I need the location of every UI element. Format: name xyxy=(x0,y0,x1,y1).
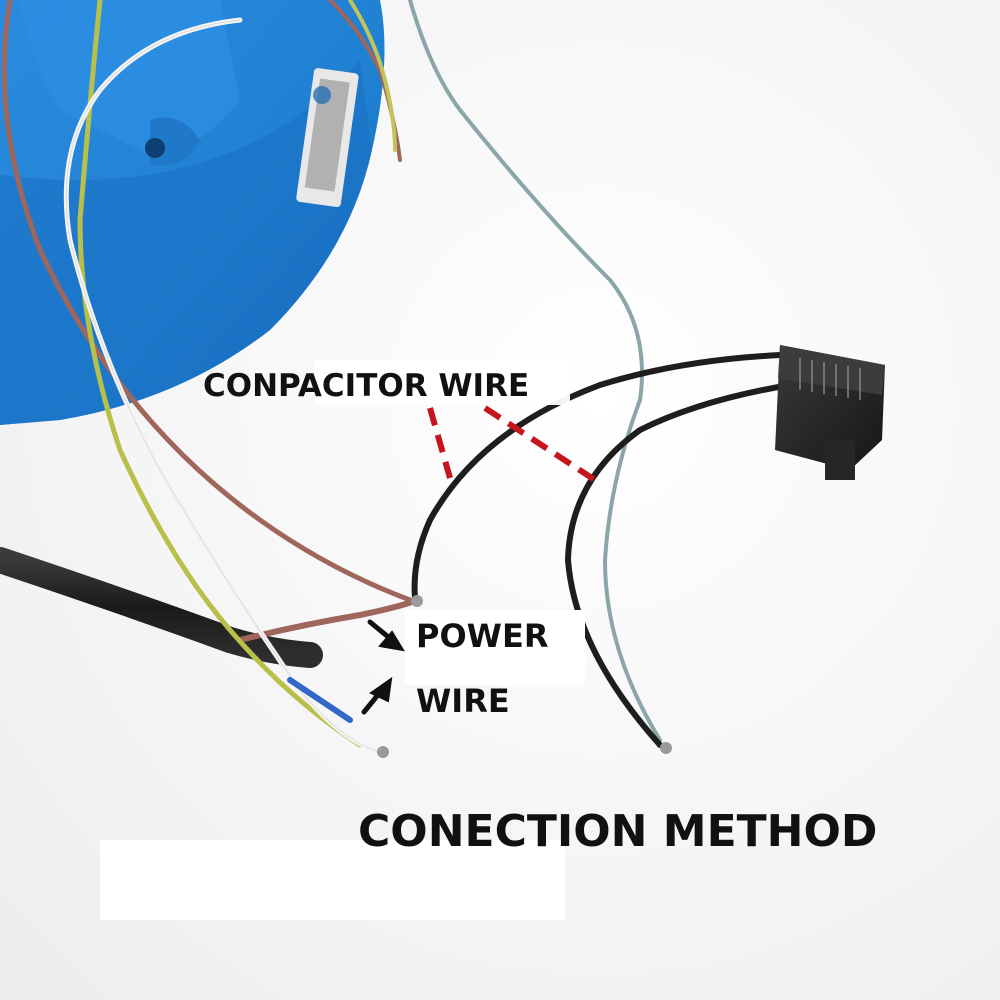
power-wire-arrows xyxy=(361,619,406,715)
capacitor xyxy=(775,345,885,480)
fan-wires xyxy=(1,0,662,755)
wire-tips xyxy=(377,595,672,758)
black-power-cable xyxy=(0,547,323,668)
wire-label: WIRE xyxy=(416,682,510,720)
capacitor-pointer-lines xyxy=(427,405,600,485)
power-label: POWER xyxy=(416,617,549,655)
capacitor-wire-label: CONPACITOR WIRE xyxy=(203,368,530,404)
blue-fan-housing xyxy=(0,0,385,425)
connection-method-title: CONECTION METHOD xyxy=(358,806,878,857)
capacitor-wires xyxy=(411,352,793,748)
